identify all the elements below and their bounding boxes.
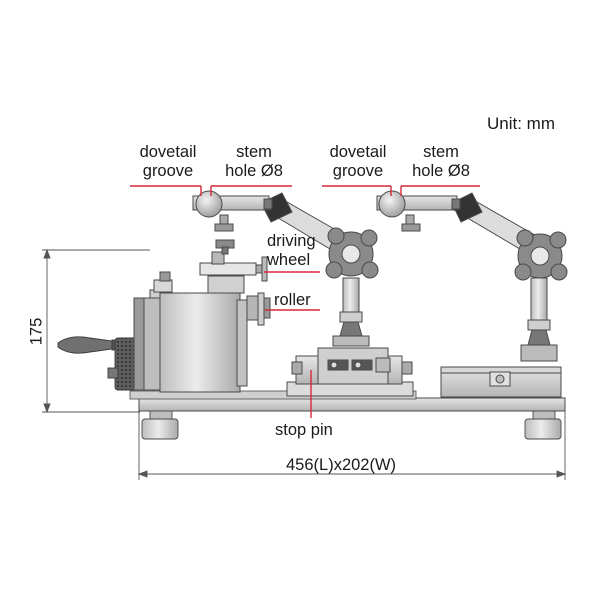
hand-crank-handle <box>57 336 119 354</box>
base-dimension-line <box>137 410 567 480</box>
label-line-2: groove <box>142 162 194 180</box>
roller-part <box>246 292 271 326</box>
leveling-foot-left <box>141 410 179 440</box>
label-line-2: hole Ø8 <box>412 162 470 180</box>
label-line-2: groove <box>332 162 384 180</box>
height-dimension-label: 175 <box>27 317 46 346</box>
label-line-1: stem <box>236 143 272 161</box>
indicator-holder-left <box>192 190 273 232</box>
leveling-foot-right <box>524 410 562 440</box>
dovetail-groove-label-left: dovetail groove <box>128 143 208 181</box>
top-adjuster <box>199 239 257 294</box>
height-dimension-line <box>42 248 150 414</box>
label-line-1: dovetail <box>139 143 197 161</box>
roller-label: roller <box>274 291 311 309</box>
indicator-holder-right <box>376 190 461 232</box>
stem-hole-label-left: stem hole Ø8 <box>212 143 296 181</box>
dovetail-groove-label-right: dovetail groove <box>318 143 398 181</box>
label-line-1: dovetail <box>329 143 387 161</box>
base-dimension-label: 456(L)x202(W) <box>286 456 397 474</box>
base-plate <box>129 390 566 412</box>
label-line-1: driving <box>267 232 316 250</box>
driving-wheel-label: driving wheel <box>267 232 316 270</box>
indicator-stand-right <box>451 192 568 362</box>
right-stage-block <box>440 366 562 398</box>
stop-pin-label: stop pin <box>275 421 333 439</box>
driving-wheel-part <box>255 256 268 282</box>
unit-label: Unit: mm <box>487 114 555 133</box>
label-line-1: stem <box>423 143 459 161</box>
stem-hole-label-right: stem hole Ø8 <box>399 143 483 181</box>
center-slide <box>286 347 414 397</box>
indicator-stand-left <box>260 192 379 347</box>
leader-lines <box>130 185 480 418</box>
label-line-2: hole Ø8 <box>225 162 283 180</box>
label-line-2: wheel <box>267 251 311 269</box>
main-housing <box>133 271 248 393</box>
